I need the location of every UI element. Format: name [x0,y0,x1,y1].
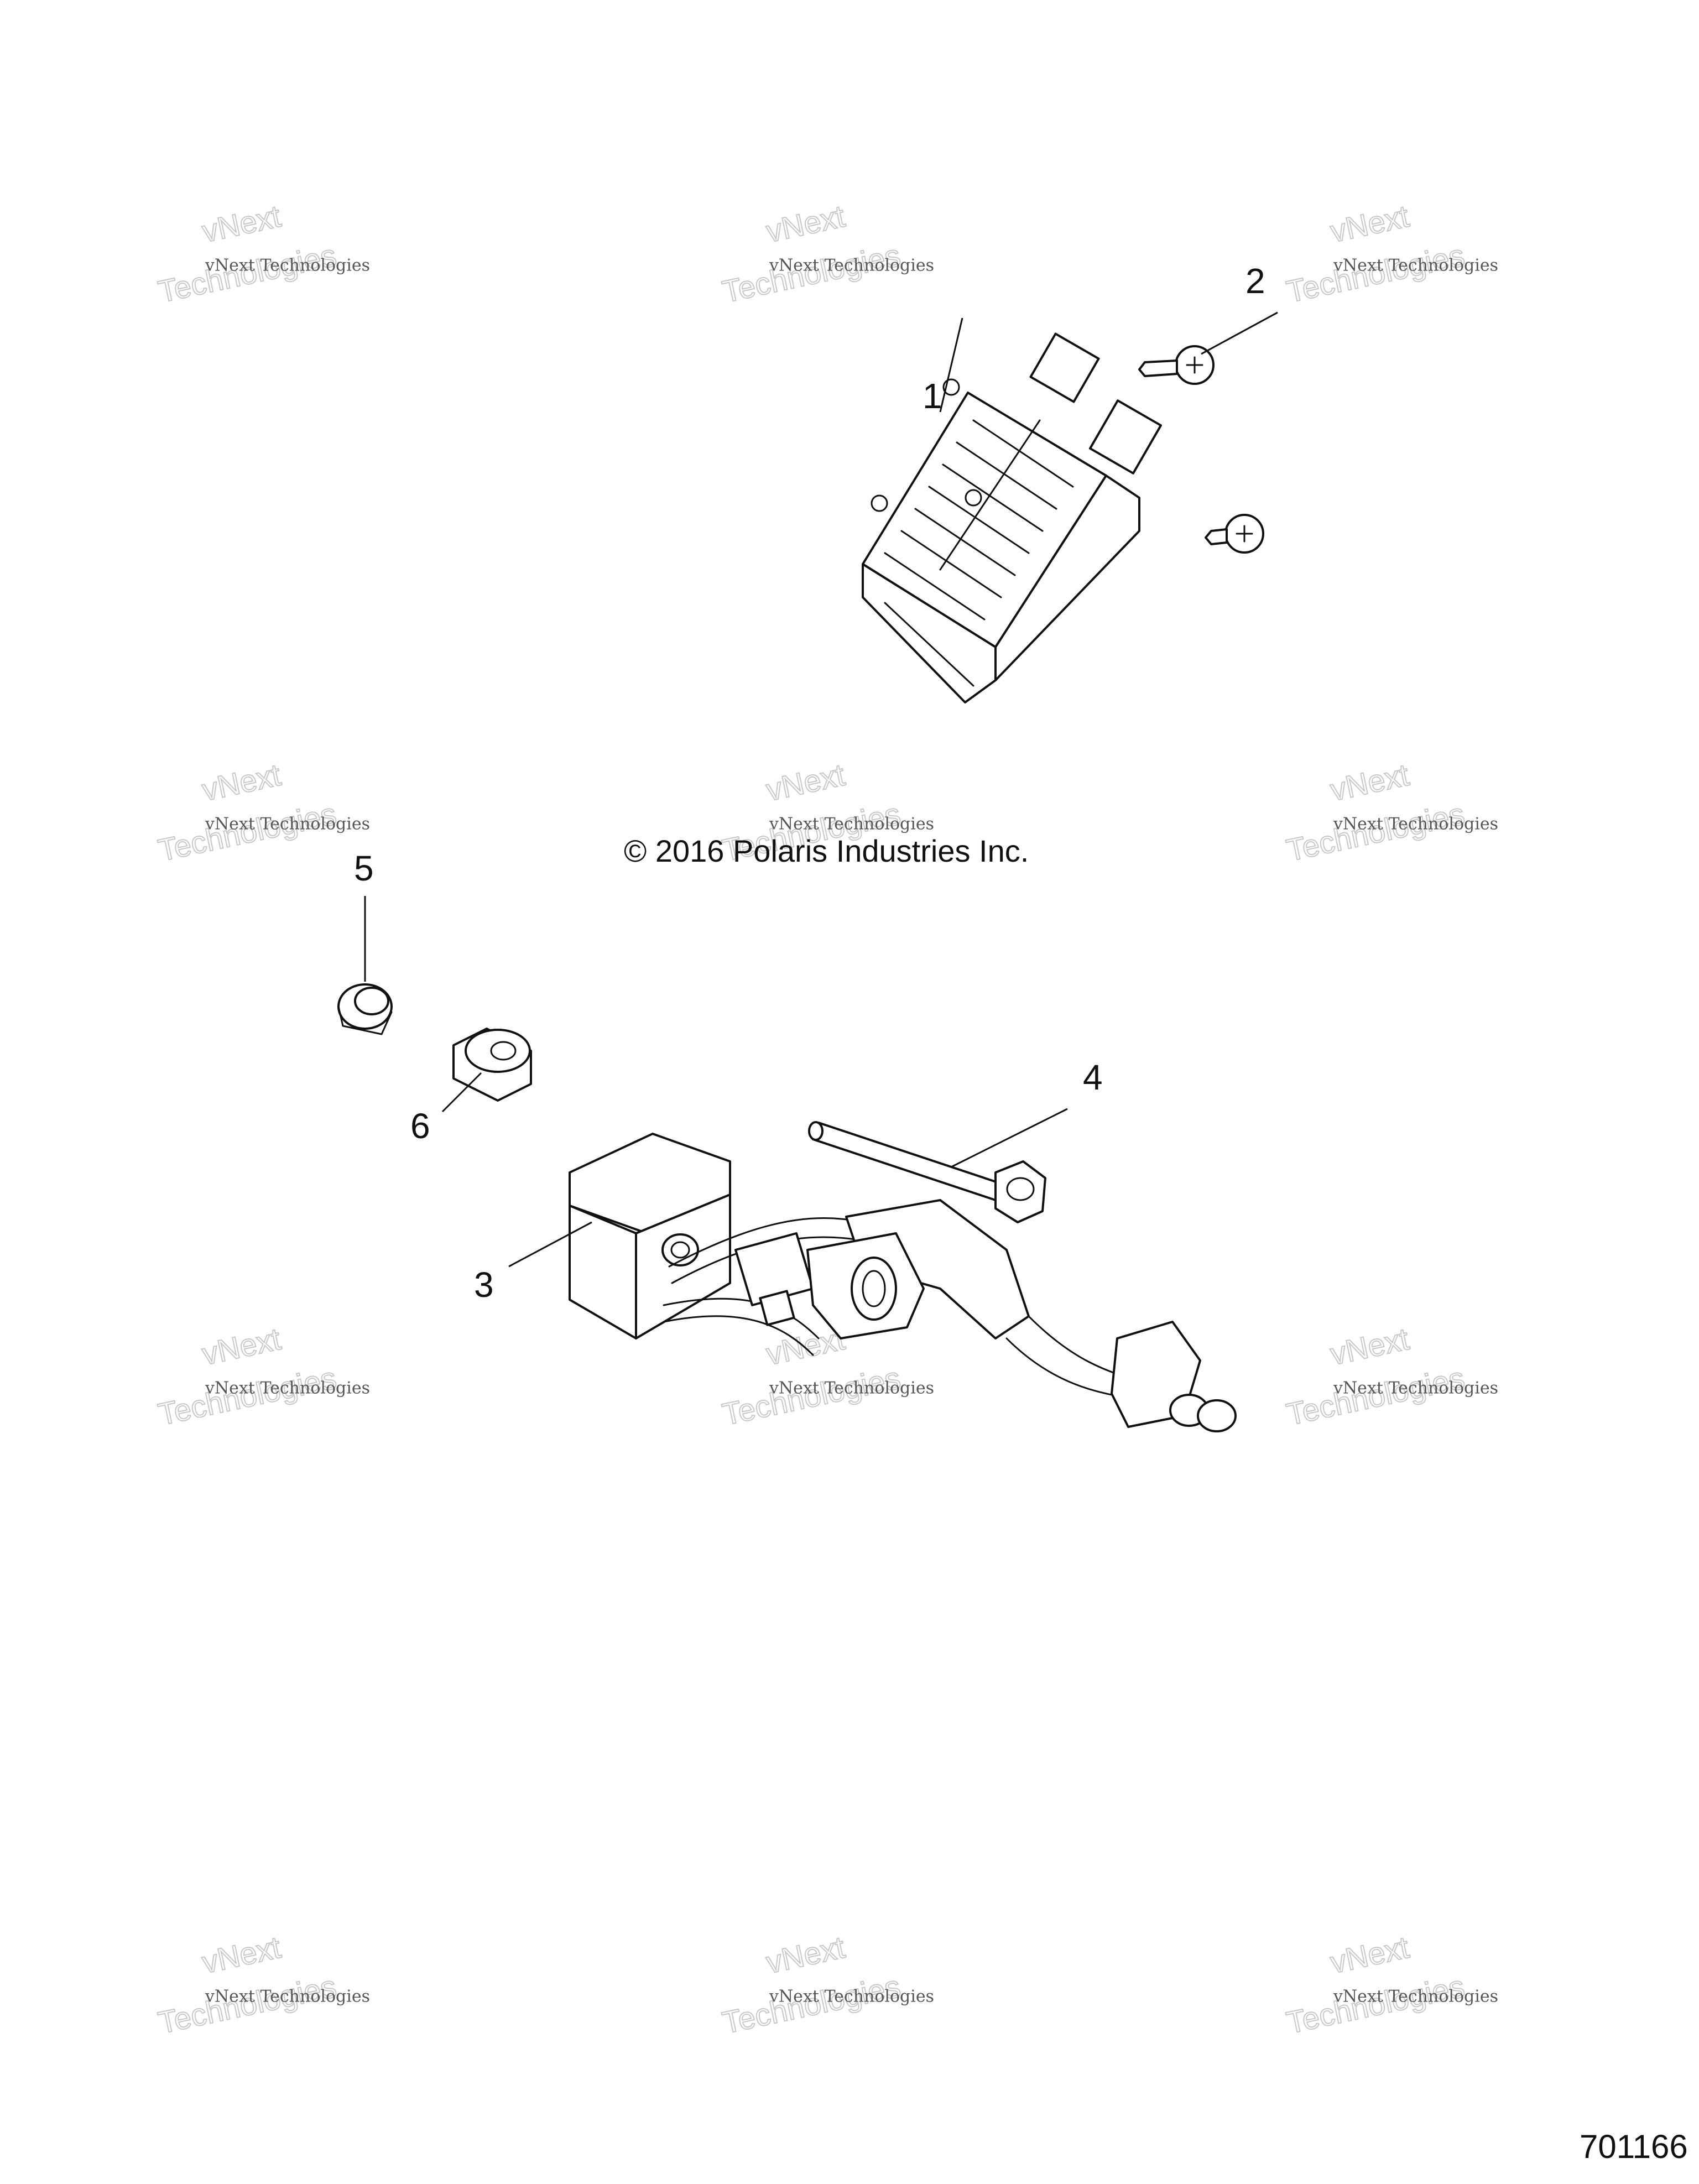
svg-text:vNext Technologies: vNext Technologies [1333,1378,1498,1398]
svg-text:vNext: vNext [763,1930,848,1980]
svg-text:vNext Technologies: vNext Technologies [205,814,370,833]
callout-4: 4 [1083,1057,1103,1097]
part-2-screw-second[interactable] [1205,514,1264,554]
svg-text:vNext Technologies: vNext Technologies [205,1378,370,1398]
svg-text:vNext: vNext [1327,1930,1413,1980]
callout-3: 3 [474,1265,494,1305]
svg-text:vNext: vNext [1327,757,1413,807]
svg-text:vNext Technologies: vNext Technologies [769,1987,934,2006]
svg-text:vNext Technologies: vNext Technologies [1333,814,1498,833]
svg-text:vNext: vNext [1327,199,1413,249]
leader-lines [364,311,1278,1268]
part-3-module-harness[interactable] [569,1133,1237,1432]
callout-6: 6 [410,1106,430,1146]
svg-text:vNext Technologies: vNext Technologies [1333,1987,1498,2006]
part-1-voltage-regulator[interactable] [862,332,1162,703]
part-2-screw[interactable] [1138,345,1215,385]
svg-text:vNext Technologies: vNext Technologies [205,256,370,275]
part-6-spacer[interactable] [452,1028,532,1102]
part-4-bolt[interactable] [808,1121,1046,1223]
svg-text:vNext: vNext [199,757,284,807]
svg-text:vNext Technologies: vNext Technologies [769,1378,934,1398]
callout-1: 1 [923,376,942,416]
svg-text:vNext: vNext [763,757,848,807]
part-5-flange-nut[interactable] [337,983,393,1035]
svg-text:vNext Technologies: vNext Technologies [769,814,934,833]
callout-2: 2 [1245,261,1265,301]
svg-text:vNext Technologies: vNext Technologies [769,256,934,275]
svg-text:vNext: vNext [1327,1321,1413,1372]
svg-text:vNext: vNext [199,1321,284,1372]
callout-5: 5 [354,848,374,888]
svg-text:vNext: vNext [199,1930,284,1980]
svg-text:vNext Technologies: vNext Technologies [1333,256,1498,275]
svg-text:vNext: vNext [763,199,848,249]
figure-number: 701166 [1580,2128,1688,2165]
svg-text:vNext: vNext [199,199,284,249]
svg-text:vNext Technologies: vNext Technologies [205,1987,370,2006]
copyright-notice: © 2016 Polaris Industries Inc. [624,833,1029,868]
